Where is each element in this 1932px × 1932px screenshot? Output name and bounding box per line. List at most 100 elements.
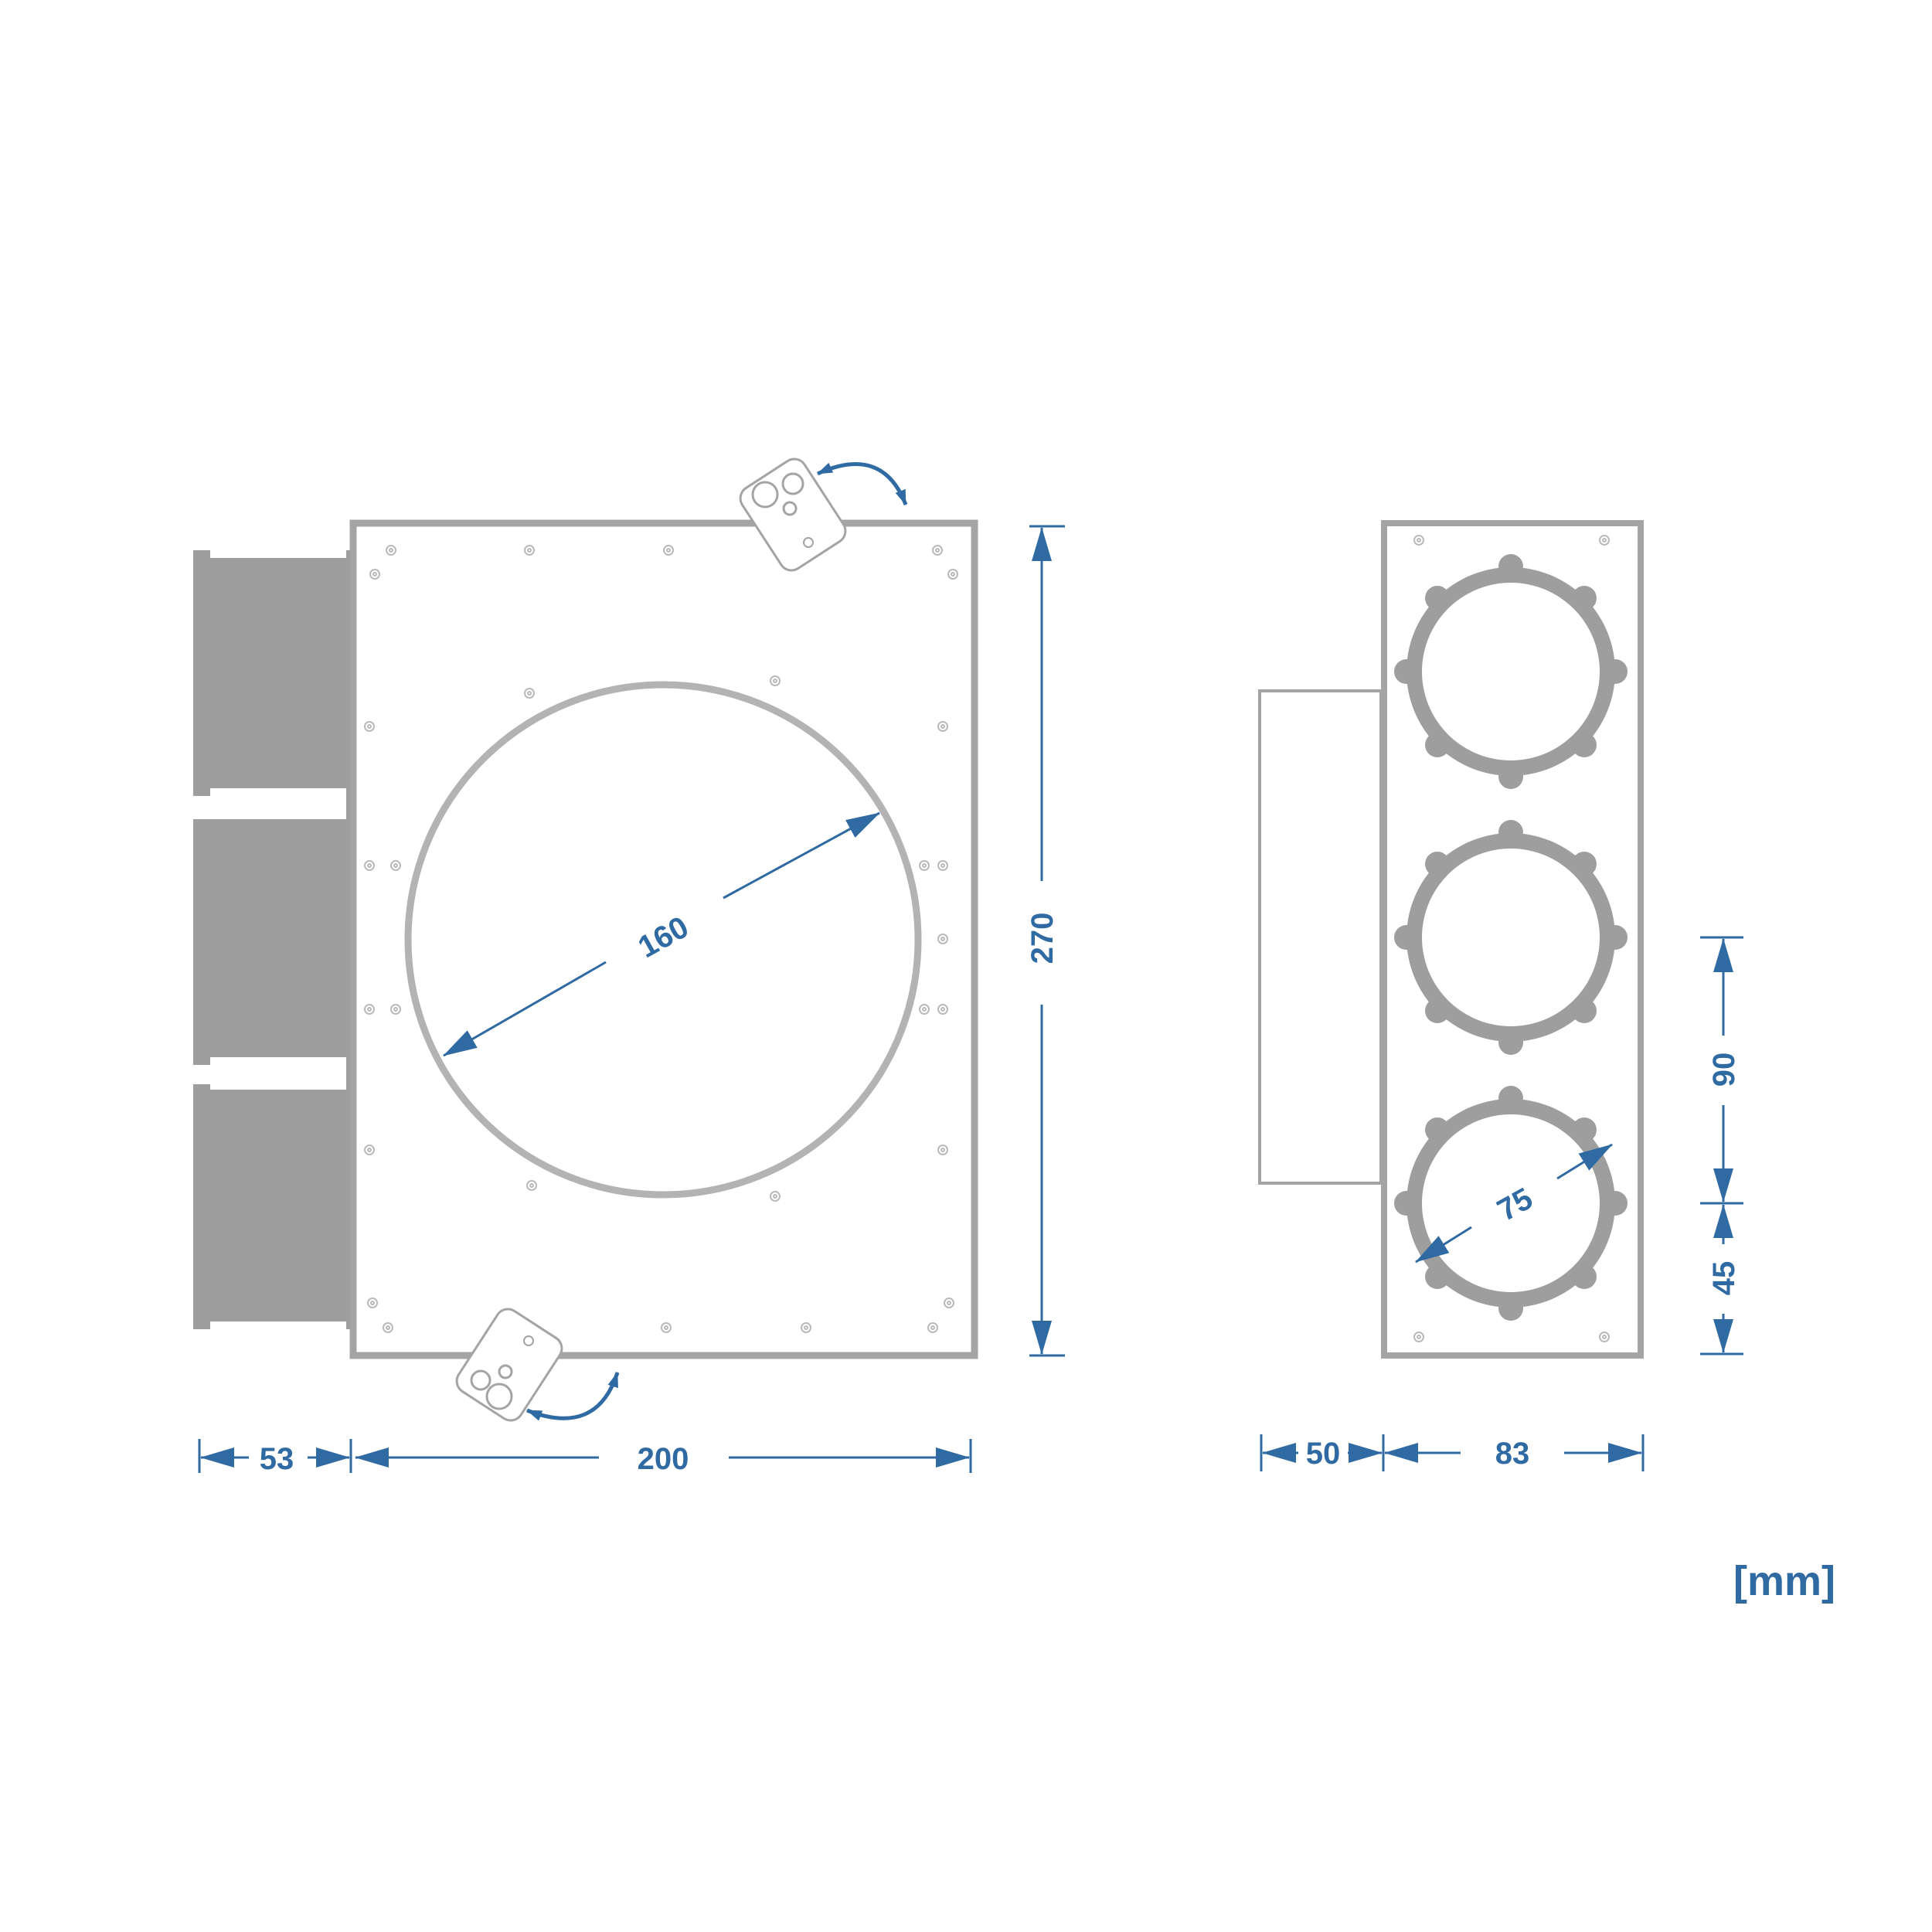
side-screws <box>1413 535 1610 1342</box>
screw <box>364 721 375 732</box>
dim-label: 83 <box>1495 1437 1530 1471</box>
dim-line <box>1415 1226 1472 1264</box>
top-bracket <box>739 457 908 572</box>
screw <box>364 1004 375 1015</box>
dim-line <box>1556 1143 1613 1180</box>
spigot-middle <box>1394 820 1628 1055</box>
collar-gap-top <box>210 788 348 819</box>
side-collar-outline <box>1258 689 1383 1185</box>
screw <box>386 545 396 556</box>
collar-gap-bottom <box>210 1057 348 1090</box>
spigot-bore <box>1422 1114 1600 1292</box>
front-view: 160 270 53 200 <box>193 457 1065 1476</box>
screw <box>1599 535 1610 546</box>
bracket-hole <box>523 1335 534 1346</box>
screw <box>364 1145 375 1155</box>
dim-label: 200 <box>638 1442 689 1476</box>
spigot-lug <box>1425 852 1450 876</box>
front-collar <box>193 550 357 1329</box>
screw <box>919 1004 930 1015</box>
collar-segment-bottom <box>193 1084 348 1329</box>
dim-front-height: 270 <box>1026 525 1065 1357</box>
dim-side-width: 83 <box>1384 1434 1645 1471</box>
bracket-hole <box>781 472 804 495</box>
spigot-lug <box>1498 820 1523 845</box>
spigot-top <box>1394 554 1628 789</box>
screw <box>1599 1332 1610 1342</box>
bracket-hole <box>803 537 814 548</box>
spigot-lug <box>1572 733 1597 757</box>
screw <box>367 1298 378 1308</box>
bracket-hole <box>751 481 779 509</box>
side-view: 75 90 45 50 83 <box>1258 520 1743 1471</box>
spigot-lug <box>1572 852 1597 876</box>
screw <box>932 545 943 556</box>
dim-side-spigot-offset: 45 <box>1700 1204 1743 1355</box>
spigot-lug <box>1498 1030 1523 1055</box>
screw <box>390 860 401 871</box>
dim-front-body-width: 200 <box>355 1439 972 1476</box>
collar-segment-middle <box>193 819 348 1065</box>
bottom-bracket <box>455 1308 620 1422</box>
spigot-lug <box>1394 925 1419 950</box>
spigot-bore <box>1422 583 1600 760</box>
dim-front-collar-width: 53 <box>198 1439 352 1476</box>
screw <box>937 934 948 944</box>
spigot-lug <box>1572 1264 1597 1289</box>
screw <box>801 1322 811 1333</box>
spigot-lug <box>1394 1191 1419 1216</box>
front-screws <box>364 545 958 1333</box>
screw <box>944 1298 954 1308</box>
screw <box>927 1322 938 1333</box>
bracket-hole <box>498 1364 513 1379</box>
collar-segment-top <box>193 550 348 796</box>
rotation-arrow-icon <box>526 1372 620 1421</box>
spigot-lug <box>1425 1264 1450 1289</box>
screw <box>524 688 535 699</box>
spigot-bottom <box>1394 1086 1628 1321</box>
screw <box>661 1322 672 1333</box>
dim-label: 270 <box>1026 913 1060 964</box>
screw <box>390 1004 401 1015</box>
rotation-arrow-icon <box>816 462 908 505</box>
screw <box>1413 535 1424 546</box>
dim-line <box>443 961 607 1057</box>
spigot-lug <box>1603 659 1628 684</box>
spigot-lug <box>1572 998 1597 1023</box>
spigot-lug <box>1498 764 1523 789</box>
spigot-lug <box>1498 1296 1523 1321</box>
dim-side-depth: 50 <box>1260 1434 1385 1471</box>
bracket-hole <box>470 1369 492 1391</box>
screw <box>770 1191 781 1202</box>
spigot-bore <box>1422 849 1600 1026</box>
bracket-hole <box>782 501 798 516</box>
screw <box>947 569 958 580</box>
screw <box>919 860 930 871</box>
screw <box>663 545 674 556</box>
spigot-lug <box>1425 998 1450 1023</box>
spigot-lug <box>1572 1117 1597 1142</box>
screw <box>364 860 375 871</box>
screw <box>770 675 781 686</box>
screw <box>383 1322 393 1333</box>
dim-label: 53 <box>260 1442 294 1476</box>
spigot-lug <box>1394 659 1419 684</box>
spigot-lug <box>1425 1117 1450 1142</box>
screw <box>937 1145 948 1155</box>
dim-line <box>723 811 880 900</box>
screw <box>937 1004 948 1015</box>
spigot-lug <box>1498 1086 1523 1111</box>
dim-side-spigot-pitch: 90 <box>1700 936 1743 1205</box>
screw <box>1413 1332 1424 1342</box>
unit-label: [mm] <box>1733 1558 1835 1604</box>
screw <box>369 569 380 580</box>
bracket-hole <box>485 1383 513 1410</box>
dim-label: 45 <box>1707 1261 1741 1296</box>
dim-label: 90 <box>1707 1053 1741 1087</box>
spigot-lug <box>1603 925 1628 950</box>
spigot-lug <box>1572 586 1597 611</box>
screw <box>524 545 535 556</box>
spigot-lug <box>1603 1191 1628 1216</box>
front-outlet-ring <box>404 681 922 1199</box>
